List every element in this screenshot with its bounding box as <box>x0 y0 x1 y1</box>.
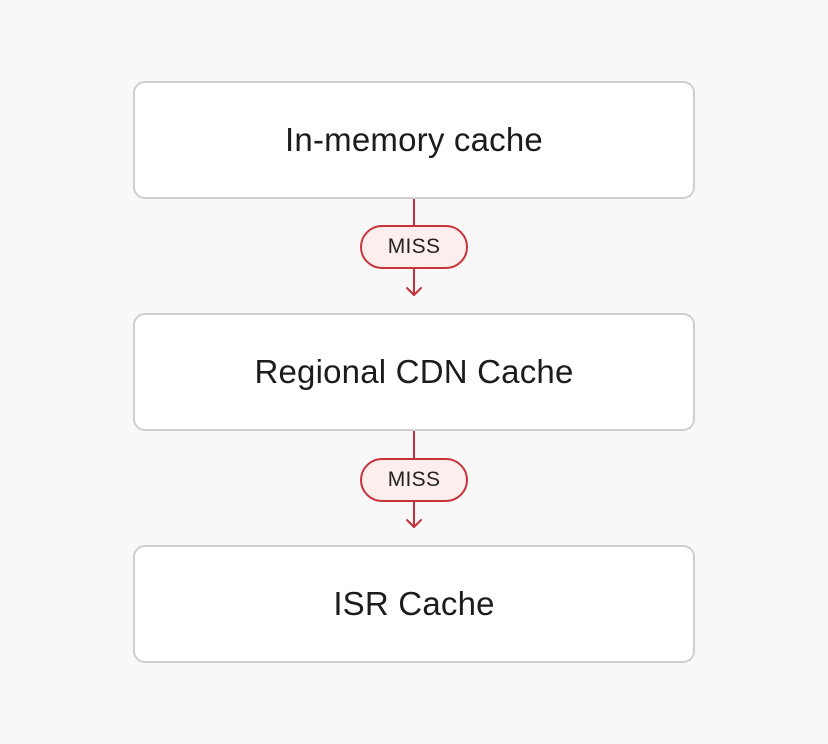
node-label: Regional CDN Cache <box>254 353 574 390</box>
node-label: In-memory cache <box>285 121 543 158</box>
edge-label-text: MISS <box>387 468 441 491</box>
edge-label-text: MISS <box>387 235 441 258</box>
edge-label-miss: MISS <box>360 225 468 269</box>
edge-label-miss: MISS <box>360 458 468 502</box>
node-isr-cache: ISR Cache <box>133 545 695 663</box>
node-regional-cdn-cache: Regional CDN Cache <box>133 313 695 431</box>
node-label: ISR Cache <box>333 585 495 622</box>
node-in-memory-cache: In-memory cache <box>133 81 695 199</box>
